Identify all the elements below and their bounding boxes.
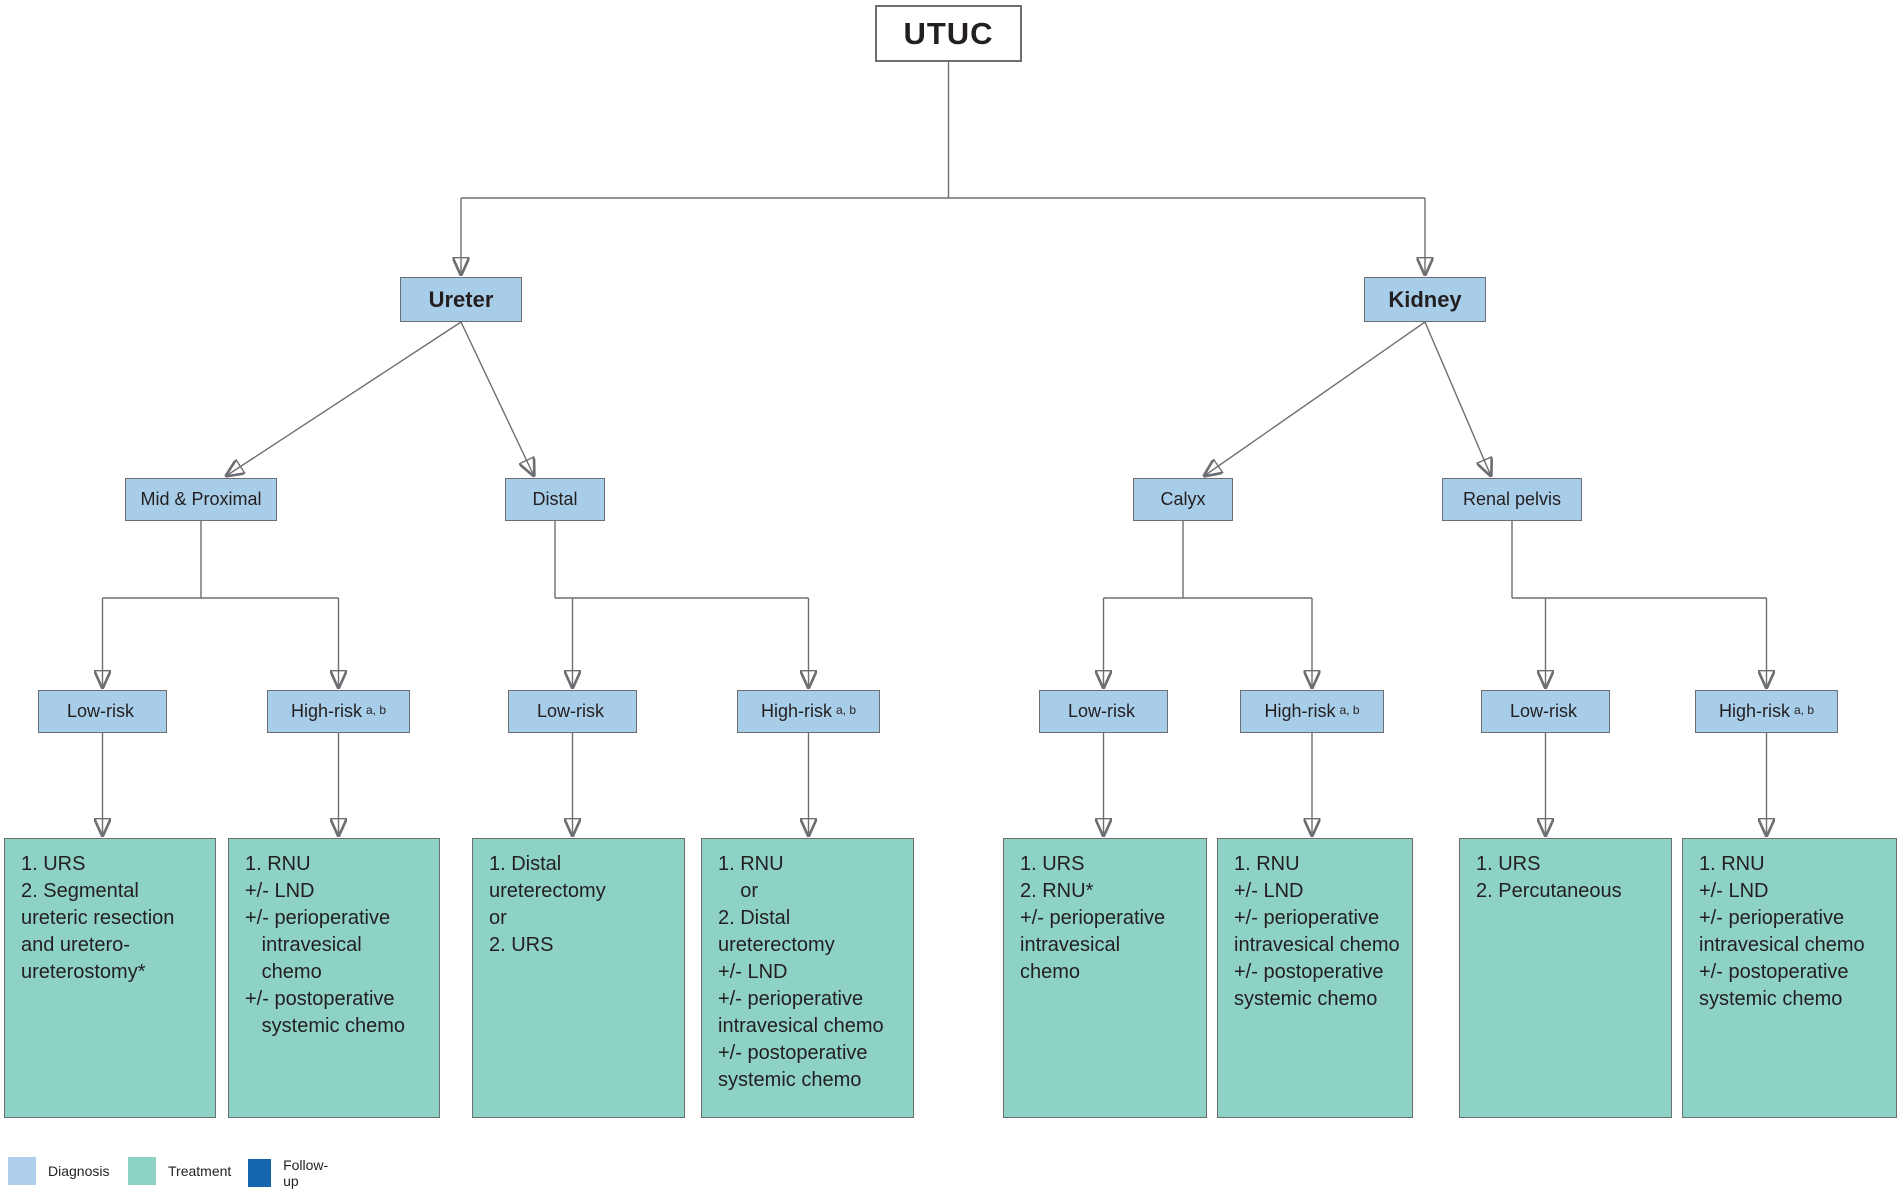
treatment-box-rnu-calyx: 1. RNU +/- LND +/- perioperative intrave… [1217,838,1413,1118]
connector-ureter-to-segments [226,321,534,476]
risk-footnote: a, b [366,702,387,717]
treatment-box-urs-percutaneous: 1. URS 2. Percutaneous [1459,838,1672,1118]
treatment-box-distal-ureterectomy: 1. Distal ureterectomy or 2. URS [472,838,685,1118]
node-utuc: UTUC [875,5,1022,62]
treatment-text: 1. RNU +/- LND +/- perioperative intrave… [245,853,406,1037]
node-high-risk-distal: High-risk a, b [737,690,880,733]
connector-risk-to-treatment [103,733,1767,836]
node-high-risk-midproximal: High-risk a, b [267,690,410,733]
node-low-risk-calyx: Low-risk [1039,690,1168,733]
risk-footnote: a, b [1794,702,1815,717]
treatment-box-urs-rnu-calyx: 1. URS 2. RNU* +/- perioperative intrave… [1003,838,1207,1118]
legend-item-treatment: Treatment [128,1157,231,1185]
node-calyx: Calyx [1133,478,1233,521]
legend-label: Follow-up [283,1157,329,1189]
risk-label: Low-risk [66,701,134,721]
risk-label: Low-risk [536,701,604,721]
risk-label: High-risk [290,701,362,721]
connector-utuc-to-organs [461,62,1425,275]
treatment-text: 1. RNU +/- LND +/- perioperative intrave… [1699,853,1865,1010]
diagnosis-swatch [8,1157,36,1185]
risk-footnote: a, b [836,702,857,717]
risk-label: High-risk [1718,701,1790,721]
risk-footnote: a, b [1339,702,1360,717]
treatment-box-rnu-renalpelvis: 1. RNU +/- LND +/- perioperative intrave… [1682,838,1897,1118]
treatment-box-rnu-distal: 1. RNU or 2. Distal ureterectomy +/- LND… [701,838,914,1118]
risk-label: Low-risk [1509,701,1577,721]
node-mid-proximal: Mid & Proximal [125,478,277,521]
treatment-text: 1. RNU or 2. Distal ureterectomy +/- LND… [718,853,884,1091]
legend-label: Treatment [168,1163,232,1179]
legend-label: Diagnosis [48,1163,110,1179]
connector-calyx-to-risk [1104,521,1313,688]
connector-midproximal-to-risk [103,521,339,688]
treatment-box-rnu-midproximal: 1. RNU +/- LND +/- perioperative intrave… [228,838,440,1118]
risk-label: Low-risk [1067,701,1135,721]
risk-label: High-risk [1264,701,1336,721]
connector-distal-to-risk [554,521,809,688]
followup-swatch [248,1159,272,1187]
node-ureter: Ureter [400,277,522,322]
treatment-text: 1. Distal ureterectomy or 2. URS [489,853,606,956]
node-high-risk-renalpelvis: High-risk a, b [1695,690,1838,733]
node-renal-pelvis: Renal pelvis [1442,478,1582,521]
treatment-text: 1. URS 2. Percutaneous [1476,853,1622,902]
treatment-text: 1. RNU +/- LND +/- perioperative intrave… [1234,853,1400,1010]
node-kidney: Kidney [1364,277,1486,322]
risk-label: High-risk [760,701,832,721]
legend-item-diagnosis: Diagnosis [8,1157,109,1185]
node-low-risk-renalpelvis: Low-risk [1481,690,1610,733]
legend-item-followup: Follow-up [248,1157,333,1189]
treatment-box-urs-segmental: 1. URS 2. Segmental ureteric resection a… [4,838,216,1118]
connector-renalpelvis-to-risk [1511,521,1767,688]
treatment-text: 1. URS 2. Segmental ureteric resection a… [21,853,175,983]
node-low-risk-midproximal: Low-risk [38,690,167,733]
treatment-text: 1. URS 2. RNU* +/- perioperative intrave… [1020,853,1166,983]
connector-kidney-to-segments [1204,321,1491,476]
treatment-swatch [128,1157,156,1185]
node-low-risk-distal: Low-risk [508,690,637,733]
node-distal: Distal [505,478,605,521]
